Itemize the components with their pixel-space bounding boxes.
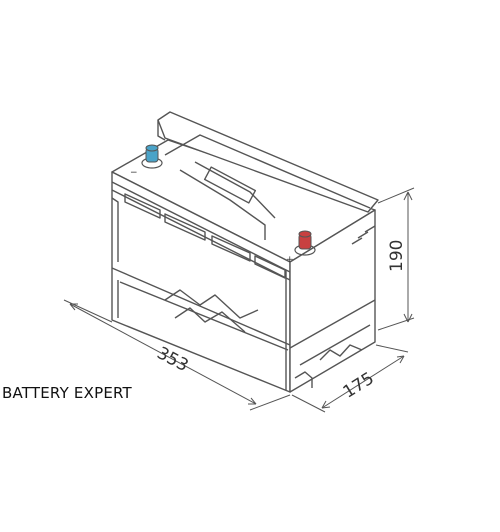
minus-sign: − (130, 168, 138, 178)
brand-caption: BATTERY EXPERT (2, 384, 132, 402)
height-dimension (377, 187, 415, 331)
width-label: 175 (340, 369, 378, 403)
height-label: 190 (387, 240, 407, 272)
positive-terminal (294, 230, 316, 256)
plus-sign: + (286, 255, 294, 265)
length-dimension (63, 299, 291, 411)
negative-terminal (141, 144, 163, 169)
width-dimension (291, 344, 409, 413)
